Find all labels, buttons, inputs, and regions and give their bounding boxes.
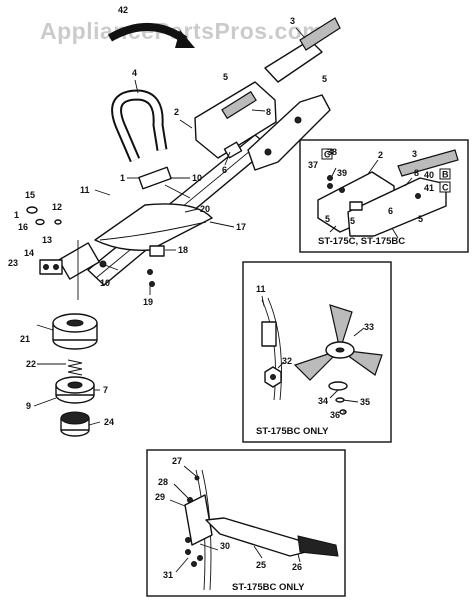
callout-23: 23 [8,258,18,268]
upper-drive-shaft [264,17,341,83]
gearhead-assembly [39,240,100,300]
caption-handle-kit: ST-175BC ONLY [232,582,305,593]
callout-20: 20 [200,204,210,214]
callout-37: 37 [308,160,318,170]
callout-5: 5 [418,214,423,224]
callout-25: 25 [256,560,266,570]
callout-40: 40 [424,170,434,180]
screw [99,260,107,268]
callout-27: 27 [172,456,182,466]
callout-6: 6 [388,206,393,216]
caption-blade-kit: ST-175BC ONLY [256,426,329,437]
callout-26: 26 [292,562,302,572]
callout-5: 5 [223,72,228,82]
callout-36: 36 [330,410,340,420]
callout-7: 7 [103,385,108,395]
deflector-clip [149,245,165,257]
callout-5: 5 [322,74,327,84]
callout-22: 22 [26,359,36,369]
callout-8: 8 [414,168,419,178]
callout-33: 33 [364,322,374,332]
callout-32: 32 [282,356,292,366]
callout-2: 2 [174,107,179,117]
callout-28: 28 [158,477,168,487]
housing-clamp-left [194,81,277,159]
callout-6: 6 [222,165,227,175]
callout-11: 11 [80,185,90,195]
spacer [35,218,45,226]
callout-1: 1 [14,210,19,220]
callout-1: 1 [120,173,125,183]
callout-38: 38 [327,147,337,157]
callout-9: 9 [26,401,31,411]
tag-B [439,168,451,180]
tag-B-letter: B [442,170,449,180]
caption-st175c: ST-175C, ST-175BC [318,236,405,247]
screw [149,281,155,287]
callout-2: 2 [378,150,383,160]
callout-14: 14 [24,248,34,258]
callout-10: 10 [100,278,110,288]
panel-st175c [299,139,469,253]
callout-3: 3 [290,16,295,26]
rotation-arrow-head [175,30,195,48]
callout-42: 42 [118,5,128,15]
callout-29: 29 [155,492,165,502]
callout-8: 8 [266,107,271,117]
trimmer-blade [293,304,383,381]
callout-5: 5 [350,216,355,226]
tag-C-letter: C [442,183,449,193]
bump-knob [60,411,90,437]
callout-18: 18 [178,245,188,255]
spool-spring [67,359,83,376]
callout-35: 35 [360,397,370,407]
handle-bracket [138,166,172,190]
panel-blade-kit [242,261,392,443]
callout-24: 24 [104,417,114,427]
callout-30: 30 [220,541,230,551]
rotation-arrow [108,23,188,44]
callout-21: 21 [20,334,30,344]
screw [147,269,153,275]
callout-4: 4 [132,68,137,78]
tag-C [439,181,451,193]
panel-handle-kit [146,449,346,597]
washer [26,206,38,214]
nut [54,219,62,225]
callout-41: 41 [424,183,434,193]
callout-34: 34 [318,396,328,406]
grass-deflector-shield [94,203,213,251]
callout-15: 15 [25,190,35,200]
callout-3: 3 [412,149,417,159]
callout-5: 5 [325,214,330,224]
line-spool [55,376,95,404]
tag-C-letter: C [324,150,331,160]
spool-housing [52,313,98,350]
callout-10: 10 [192,173,202,183]
leader-lines-main [33,27,306,426]
callout-16: 16 [18,222,28,232]
shaft-clip [223,141,243,159]
callout-11: 11 [256,284,266,294]
callout-39: 39 [337,168,347,178]
tag-C [321,148,333,160]
callout-31: 31 [163,570,173,580]
callout-17: 17 [236,222,246,232]
callout-12: 12 [52,202,62,212]
callout-19: 19 [143,297,153,307]
callout-13: 13 [42,235,52,245]
housing-clamp-right [247,94,331,171]
